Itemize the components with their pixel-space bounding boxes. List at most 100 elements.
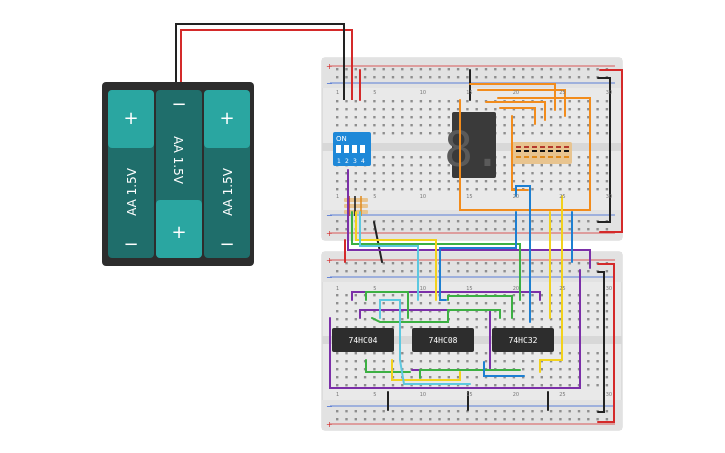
breadboard-hole[interactable] xyxy=(484,180,488,183)
breadboard-hole[interactable] xyxy=(447,220,450,223)
breadboard-hole[interactable] xyxy=(540,228,543,231)
breadboard-hole[interactable] xyxy=(345,376,348,379)
breadboard-hole[interactable] xyxy=(345,352,348,355)
breadboard-hole[interactable] xyxy=(401,326,404,329)
breadboard-hole[interactable] xyxy=(596,326,599,329)
breadboard-hole[interactable] xyxy=(596,188,599,191)
breadboard-hole[interactable] xyxy=(419,188,423,191)
breadboard-hole[interactable] xyxy=(466,302,469,305)
breadboard-hole[interactable] xyxy=(429,124,432,127)
breadboard-hole[interactable] xyxy=(531,172,534,175)
breadboard-hole[interactable] xyxy=(336,262,339,265)
breadboard-hole[interactable] xyxy=(540,262,543,265)
breadboard-hole[interactable] xyxy=(531,132,534,135)
breadboard-hole[interactable] xyxy=(549,172,553,175)
breadboard-hole[interactable] xyxy=(336,418,339,421)
breadboard-hole[interactable] xyxy=(419,294,423,297)
breadboard-hole[interactable] xyxy=(559,326,562,329)
breadboard-hole[interactable] xyxy=(410,410,413,413)
breadboard-hole[interactable] xyxy=(373,68,376,71)
breadboard-hole[interactable] xyxy=(503,318,506,321)
breadboard-hole[interactable] xyxy=(354,262,357,265)
breadboard-hole[interactable] xyxy=(503,188,506,191)
breadboard-hole[interactable] xyxy=(438,376,441,379)
breadboard-hole[interactable] xyxy=(419,220,423,223)
breadboard-hole[interactable] xyxy=(345,68,348,71)
wires[interactable] xyxy=(329,69,623,423)
breadboard-hole[interactable] xyxy=(419,270,423,273)
breadboard-hole[interactable] xyxy=(438,116,441,119)
breadboard-hole[interactable] xyxy=(466,270,469,273)
breadboard-hole[interactable] xyxy=(382,318,385,321)
breadboard-hole[interactable] xyxy=(596,228,599,231)
breadboard-hole[interactable] xyxy=(466,262,469,265)
breadboard-hole[interactable] xyxy=(466,318,469,321)
breadboard-hole[interactable] xyxy=(363,376,367,379)
breadboard-hole[interactable] xyxy=(419,384,423,387)
breadboard-hole[interactable] xyxy=(410,310,413,313)
breadboard-hole[interactable] xyxy=(484,228,488,231)
breadboard-hole[interactable] xyxy=(336,368,339,371)
breadboard-hole[interactable] xyxy=(391,68,395,71)
breadboard-hole[interactable] xyxy=(373,302,376,305)
breadboard-hole[interactable] xyxy=(447,172,450,175)
breadboard-hole[interactable] xyxy=(336,302,339,305)
breadboard-hole[interactable] xyxy=(549,124,553,127)
breadboard-hole[interactable] xyxy=(568,124,571,127)
breadboard-hole[interactable] xyxy=(531,68,534,71)
breadboard-hole[interactable] xyxy=(484,376,488,379)
breadboard-hole[interactable] xyxy=(336,384,339,387)
breadboard-hole[interactable] xyxy=(596,100,599,103)
breadboard-hole[interactable] xyxy=(438,310,441,313)
breadboard-hole[interactable] xyxy=(587,384,590,387)
breadboard-hole[interactable] xyxy=(568,164,571,167)
breadboard-hole[interactable] xyxy=(345,116,348,119)
breadboard-hole[interactable] xyxy=(475,220,478,223)
breadboard-hole[interactable] xyxy=(336,326,339,329)
breadboard-hole[interactable] xyxy=(391,384,395,387)
breadboard-hole[interactable] xyxy=(456,352,460,355)
breadboard-hole[interactable] xyxy=(456,100,460,103)
breadboard-hole[interactable] xyxy=(354,410,357,413)
breadboard-hole[interactable] xyxy=(336,108,339,111)
breadboard-hole[interactable] xyxy=(577,76,581,79)
battery-black-lead[interactable] xyxy=(175,23,345,100)
breadboard-hole[interactable] xyxy=(345,318,348,321)
breadboard-hole[interactable] xyxy=(401,180,404,183)
breadboard-hole[interactable] xyxy=(531,108,534,111)
breadboard-hole[interactable] xyxy=(382,156,385,159)
breadboard-hole[interactable] xyxy=(494,180,497,183)
breadboard-hole[interactable] xyxy=(475,262,478,265)
breadboard-hole[interactable] xyxy=(512,180,516,183)
breadboard-hole[interactable] xyxy=(531,418,534,421)
breadboard-hole[interactable] xyxy=(568,108,571,111)
breadboard-hole[interactable] xyxy=(559,116,562,119)
breadboard-hole[interactable] xyxy=(559,270,562,273)
breadboard-hole[interactable] xyxy=(429,116,432,119)
breadboard-hole[interactable] xyxy=(466,76,469,79)
breadboard-hole[interactable] xyxy=(577,100,581,103)
breadboard-hole[interactable] xyxy=(401,384,404,387)
breadboard-hole[interactable] xyxy=(456,108,460,111)
breadboard-hole[interactable] xyxy=(410,164,413,167)
breadboard-hole[interactable] xyxy=(605,318,609,321)
breadboard-hole[interactable] xyxy=(410,220,413,223)
breadboard-hole[interactable] xyxy=(577,172,581,175)
breadboard-hole[interactable] xyxy=(568,384,571,387)
breadboard-hole[interactable] xyxy=(559,100,562,103)
breadboard-hole[interactable] xyxy=(438,68,441,71)
breadboard-hole[interactable] xyxy=(577,108,581,111)
breadboard-hole[interactable] xyxy=(447,384,450,387)
breadboard-hole[interactable] xyxy=(596,376,599,379)
breadboard-hole[interactable] xyxy=(410,180,413,183)
breadboard-hole[interactable] xyxy=(382,368,385,371)
breadboard-hole[interactable] xyxy=(540,294,543,297)
breadboard-hole[interactable] xyxy=(577,68,581,71)
breadboard-hole[interactable] xyxy=(336,124,339,127)
breadboard-hole[interactable] xyxy=(512,410,516,413)
breadboard-hole[interactable] xyxy=(512,76,516,79)
breadboard-hole[interactable] xyxy=(531,326,534,329)
breadboard-hole[interactable] xyxy=(382,172,385,175)
breadboard-hole[interactable] xyxy=(587,188,590,191)
breadboard-hole[interactable] xyxy=(373,294,376,297)
